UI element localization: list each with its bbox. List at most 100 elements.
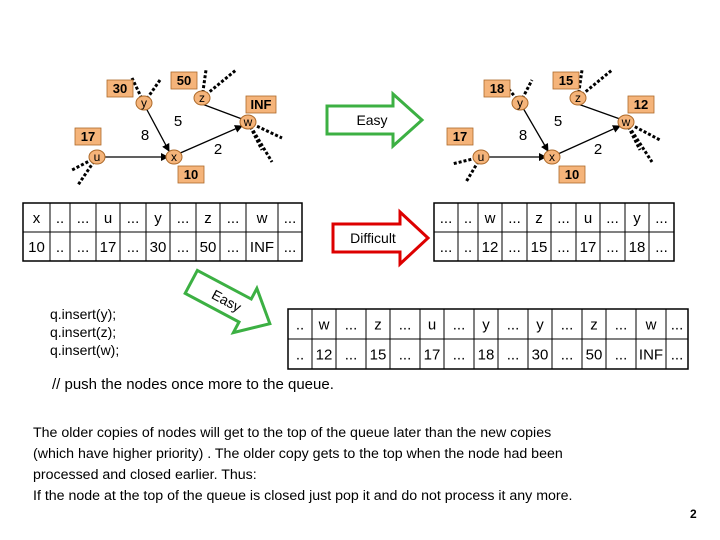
right-node-u-label: u: [478, 150, 485, 164]
right-dist-u: 17: [453, 129, 467, 144]
queue-cell-border: [605, 338, 637, 370]
difficult-arrow: Difficult: [331, 208, 431, 268]
code-block: q.insert(y); q.insert(z); q.insert(w);: [50, 305, 119, 359]
queue-cell: u: [428, 316, 436, 333]
right-node-x-label: x: [549, 150, 555, 164]
left-node-u: [88, 149, 106, 165]
paragraph-line: processed and closed earlier. Thus:: [33, 467, 257, 483]
queue-cell: w: [645, 316, 657, 333]
queue-cell: ...: [671, 346, 684, 363]
left-node-y: [135, 95, 153, 111]
queue-cell: ...: [606, 210, 619, 227]
queue-cell: ...: [440, 239, 453, 256]
queue-cell-border: [433, 231, 459, 262]
left-node-u-label: u: [94, 150, 101, 164]
queue-cell: y: [536, 316, 544, 333]
right-weight-yx: 5: [554, 113, 562, 130]
easy-arrow-top: Easy: [325, 90, 425, 150]
queue-cell-border: [145, 231, 171, 262]
explanation-paragraph: The older copies of nodes will get to th…: [33, 423, 703, 507]
right-dist-x: 10: [565, 167, 579, 182]
queue-cell: ...: [507, 316, 520, 333]
left-dist-x: 10: [184, 167, 198, 182]
queue-cell: 30: [532, 346, 549, 363]
queue-cell: ..: [56, 239, 64, 256]
queue-cell: w: [256, 210, 268, 227]
queue-cell-border: [635, 308, 667, 340]
queue-cell: INF: [250, 239, 274, 256]
queue-cell: 10: [28, 239, 45, 256]
queue-cell-border: [648, 202, 675, 233]
queue-cell: ...: [606, 239, 619, 256]
queue-cell: ...: [508, 239, 521, 256]
queue-cell: ...: [615, 316, 628, 333]
queue-cell: ...: [561, 346, 574, 363]
easy-arrow-bottom: Easy: [183, 268, 272, 335]
queue-cell: INF: [639, 346, 663, 363]
queue-cell: 50: [200, 239, 217, 256]
queue-cell: 30: [150, 239, 167, 256]
left-dist-u: 17: [81, 129, 95, 144]
queue-cell: x: [33, 210, 41, 227]
queue-cell: 17: [580, 239, 597, 256]
left-weight-yx: 5: [174, 113, 182, 130]
left-dist-z: 50: [177, 73, 191, 88]
queue-cell: ...: [453, 346, 466, 363]
queue-cell: ..: [56, 210, 64, 227]
queue-cell-border: [145, 202, 171, 233]
queue-cell: ...: [127, 210, 140, 227]
queue-cell: ...: [345, 316, 358, 333]
queue-cell: z: [204, 210, 212, 227]
queue-cell-border: [219, 202, 247, 233]
queue-cell: ...: [284, 239, 297, 256]
queue-cell: 17: [424, 346, 441, 363]
right-node-w: [617, 114, 635, 130]
queue-cell-border: [443, 338, 475, 370]
right-dist-y: 18: [490, 81, 504, 96]
queue-cell: ..: [464, 210, 472, 227]
queue-cell: ...: [399, 346, 412, 363]
queue-cell: 12: [316, 346, 333, 363]
queue-cell: ...: [399, 316, 412, 333]
difficult-arrow-label: Difficult: [350, 230, 396, 246]
queue-cell-border: [473, 338, 499, 370]
queue-cell-border: [277, 231, 303, 262]
queue-cell: ...: [615, 346, 628, 363]
queue-cell: ..: [296, 346, 304, 363]
code-line: q.insert(w);: [50, 342, 120, 358]
right-dist-w: 12: [634, 97, 648, 112]
queue-cell-border: [95, 231, 121, 262]
queue-cell: ...: [655, 210, 668, 227]
right-node-z: [569, 90, 587, 106]
queue-cell-border: [581, 308, 607, 340]
queue-cell: w: [318, 316, 330, 333]
queue-right-table: .....w...z...u...y........12...15...17..…: [433, 202, 675, 262]
queue-cell: 15: [370, 346, 387, 363]
right-weight-ux: 8: [519, 127, 527, 144]
queue-cell-border: [433, 202, 459, 233]
queue-cell-border: [219, 231, 247, 262]
queue-cell-border: [335, 338, 367, 370]
left-dist-w: INF: [251, 97, 272, 112]
right-node-u: [472, 149, 490, 165]
paragraph-line: If the node at the top of the queue is c…: [33, 488, 573, 504]
right-weight-xw: 2: [594, 141, 602, 158]
right-dist-z: 15: [559, 73, 573, 88]
queue-cell: z: [535, 210, 543, 227]
queue-cell: 18: [478, 346, 495, 363]
queue-bottom-table: ..w...z...u...y...y...z...w.....12...15.…: [287, 308, 689, 370]
queue-cell: ...: [557, 210, 570, 227]
code-line: q.insert(y);: [50, 306, 117, 322]
queue-cell-border: [477, 231, 503, 262]
left-node-w: [239, 114, 257, 130]
code-line: q.insert(z);: [50, 324, 117, 340]
queue-cell: y: [482, 316, 490, 333]
paragraph-line: (which have higher priority) . The older…: [33, 446, 563, 462]
queue-cell: ..: [464, 239, 472, 256]
queue-cell: 12: [482, 239, 499, 256]
queue-cell: ...: [655, 239, 668, 256]
queue-cell: ...: [561, 316, 574, 333]
queue-cell: z: [590, 316, 598, 333]
left-node-z-label: z: [199, 91, 205, 105]
